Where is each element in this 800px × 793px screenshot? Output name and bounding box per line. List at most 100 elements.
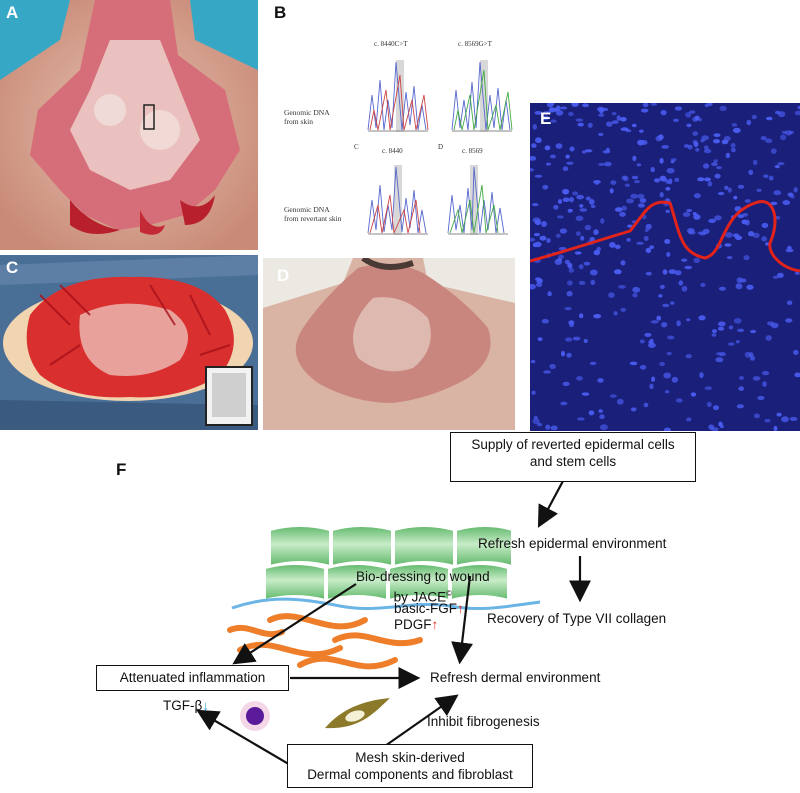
- nucleus: [659, 192, 664, 198]
- nucleus: [763, 174, 769, 178]
- nucleus: [765, 138, 773, 144]
- nucleus: [686, 208, 693, 213]
- nucleus: [727, 187, 732, 193]
- nucleus: [605, 147, 610, 153]
- nucleus: [684, 265, 693, 270]
- nucleus: [713, 139, 720, 144]
- nucleus: [737, 214, 745, 219]
- nucleus: [708, 218, 716, 223]
- nucleus: [625, 129, 632, 133]
- nucleus: [761, 236, 767, 242]
- nucleus: [593, 314, 602, 319]
- nucleus: [752, 159, 758, 166]
- nucleus: [532, 217, 541, 223]
- nucleus: [649, 383, 654, 390]
- panel-a-photo: A: [0, 0, 258, 250]
- nucleus: [658, 294, 663, 298]
- nucleus: [724, 232, 733, 238]
- nucleus: [631, 175, 639, 180]
- chromatogram-traces: [367, 60, 513, 235]
- nucleus: [621, 175, 627, 181]
- nucleus: [700, 282, 706, 287]
- nucleus: [553, 204, 559, 210]
- nucleus: [694, 115, 700, 121]
- nucleus: [704, 177, 711, 182]
- nucleus: [606, 121, 613, 127]
- nucleus: [683, 144, 690, 148]
- nucleus: [698, 315, 706, 321]
- nucleus: [564, 307, 572, 311]
- attenuated-inflammation-box: Attenuated inflammation: [96, 665, 289, 691]
- nucleus: [787, 192, 794, 197]
- nucleus: [678, 280, 684, 286]
- nucleus: [568, 196, 575, 203]
- nucleus: [660, 110, 667, 116]
- nucleus: [748, 352, 754, 357]
- inhibit-fibrogenesis-text: Inhibit fibrogenesis: [427, 714, 540, 729]
- nucleus: [752, 232, 760, 238]
- nucleus: [642, 103, 649, 108]
- nucleus: [794, 110, 800, 116]
- nucleus: [560, 401, 568, 406]
- nucleus: [577, 122, 584, 127]
- nucleus: [728, 325, 734, 330]
- nucleus: [673, 118, 679, 122]
- nucleus: [584, 224, 592, 231]
- nucleus: [726, 256, 733, 260]
- nucleus: [543, 370, 551, 374]
- nucleus: [634, 180, 640, 184]
- nucleus: [760, 136, 767, 141]
- nucleus: [734, 235, 743, 241]
- nucleus: [561, 350, 565, 357]
- nucleus: [555, 143, 563, 149]
- nucleus: [693, 257, 701, 264]
- nucleus: [597, 378, 604, 383]
- nucleus: [589, 361, 597, 365]
- nucleus: [571, 103, 579, 107]
- nucleus: [560, 106, 568, 110]
- nucleus: [636, 241, 644, 245]
- nucleus: [659, 361, 665, 367]
- nucleus: [614, 207, 623, 212]
- nucleus: [674, 270, 682, 276]
- nucleus: [639, 339, 645, 344]
- supply-reverted-cells-box: Supply of reverted epidermal cells and s…: [450, 432, 696, 482]
- nucleus: [539, 235, 547, 241]
- nucleus: [578, 280, 586, 285]
- nucleus: [681, 258, 688, 262]
- nucleus: [550, 119, 557, 123]
- nucleus: [593, 249, 601, 256]
- nucleus: [637, 203, 645, 208]
- nucleus: [676, 320, 681, 327]
- nucleus: [544, 145, 551, 151]
- nucleus: [577, 417, 585, 421]
- nucleus: [579, 313, 584, 319]
- nucleus: [581, 150, 587, 154]
- nucleus: [609, 188, 614, 194]
- panel-a-label: A: [6, 3, 19, 22]
- nucleus: [575, 118, 584, 122]
- nucleus: [674, 177, 680, 182]
- nucleus: [670, 301, 675, 305]
- panel-b-label: B: [274, 3, 287, 22]
- nucleus: [738, 386, 744, 391]
- nucleus: [616, 398, 624, 405]
- nucleus: [580, 235, 585, 241]
- nucleus: [663, 427, 671, 431]
- nucleus: [781, 416, 789, 423]
- nucleus: [535, 282, 543, 288]
- nucleus: [659, 175, 667, 182]
- nucleus: [703, 148, 712, 154]
- nucleus: [653, 178, 661, 183]
- nucleus: [651, 376, 656, 382]
- nucleus: [532, 124, 537, 130]
- nucleus: [621, 205, 627, 211]
- nucleus: [613, 311, 618, 316]
- tgf-beta-text: TGF-β↓: [163, 698, 210, 713]
- nucleus: [618, 285, 626, 289]
- nucleus: [531, 143, 537, 148]
- recovery-collagen-text: Recovery of Type VII collagen: [487, 611, 667, 626]
- nucleus: [692, 131, 699, 136]
- nucleus: [717, 326, 725, 331]
- nucleus: [676, 398, 683, 403]
